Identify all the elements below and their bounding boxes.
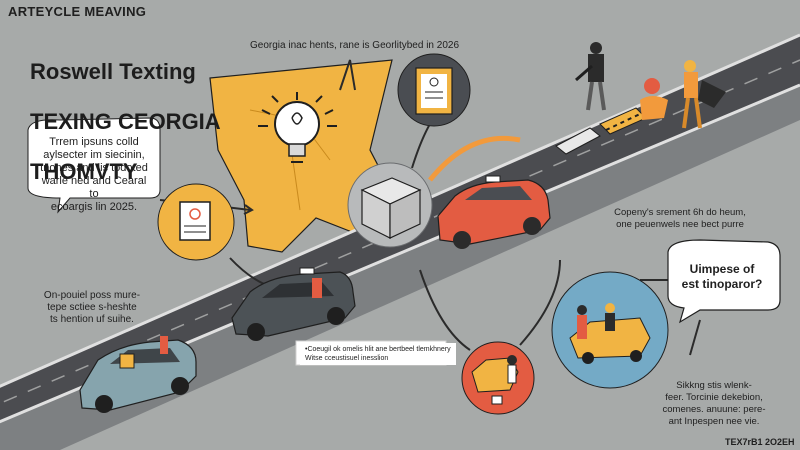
car-icon: [231, 267, 356, 341]
page-title: Roswell Texting TEXING CEORGIA THOMVTY: [30, 34, 221, 209]
right-speech-bubble: [667, 239, 781, 324]
road-barriers: [555, 107, 647, 155]
right-note: Copeny's srement 6h do heum, one peuenwe…: [614, 207, 746, 230]
header-label: ARTEYCLE MEAVING: [8, 4, 147, 19]
title-line-1: Roswell Texting: [30, 59, 196, 84]
top-note: Georgia inac hents, rane is Georlitybed …: [250, 40, 460, 51]
left-bubble-text: Trrem ipsuns colld aylsecter im siecinin…: [40, 136, 148, 213]
box-icon: [360, 177, 422, 239]
car-icon: [437, 175, 551, 249]
lightbulb-icon: [258, 92, 337, 163]
left-speech-bubble: [27, 117, 161, 214]
right-bubble-text: Uimpese of est tinoparor?: [681, 262, 763, 291]
footer-label: TEX7rB1 2O2EH: [725, 437, 795, 447]
title-line-2: TEXING CEORGIA: [30, 109, 221, 134]
people-group: [575, 42, 726, 129]
caption-box: •Coeugil ok omelis hlit ane bertbeel tle…: [300, 343, 456, 365]
left-note: On-pouiel poss mure- tepe sctiee s-hesht…: [43, 290, 141, 325]
title-line-3: THOMVTY: [30, 159, 138, 184]
car-icon: [79, 336, 197, 413]
bottom-right-note: Sikkng stis wlenk- feer. Torcinie dekebi…: [662, 380, 766, 427]
